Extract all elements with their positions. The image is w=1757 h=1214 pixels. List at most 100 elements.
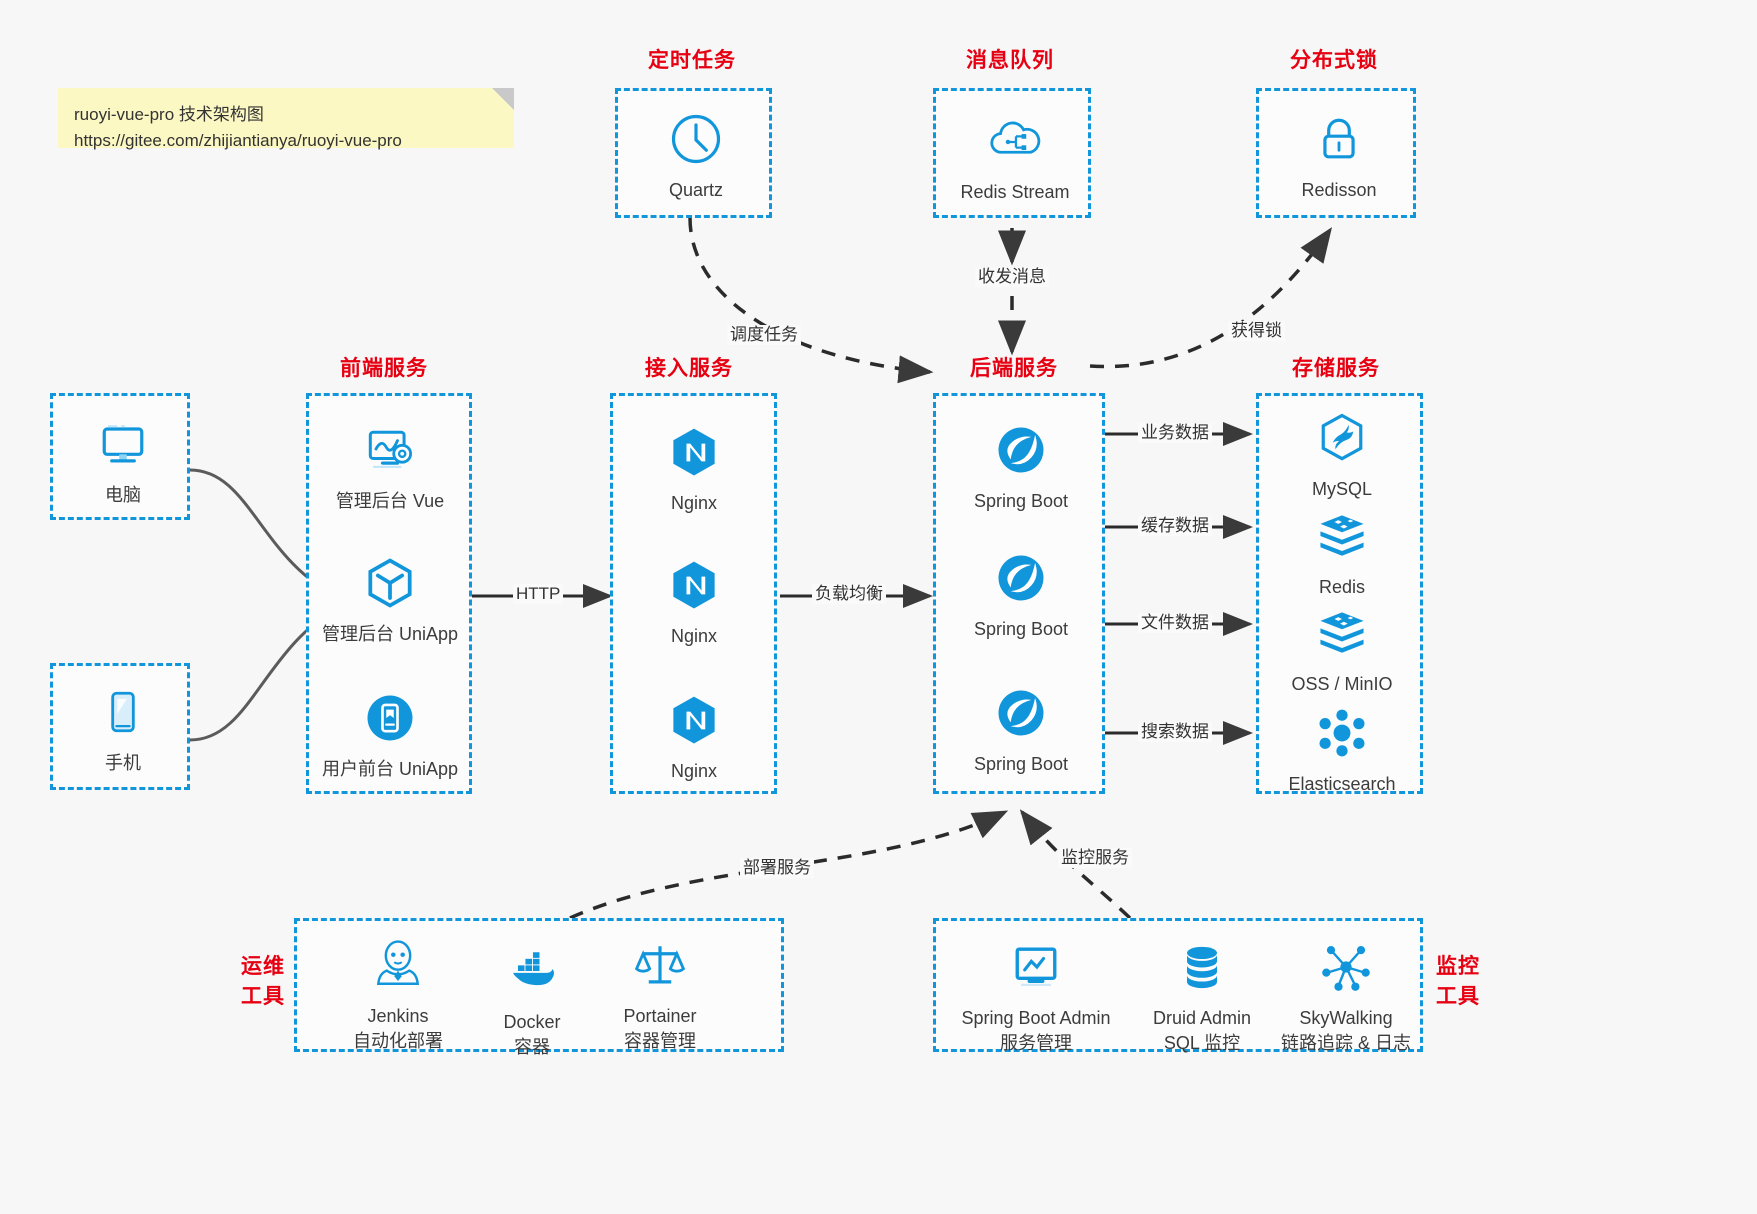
node-label: 手机 (105, 753, 141, 773)
monitor-title-line2: 工具 (1436, 985, 1480, 1008)
node-mysql[interactable]: MySQL (1277, 408, 1407, 502)
node-desktop[interactable]: 电脑 (58, 414, 188, 508)
portainer-scale-icon (634, 946, 686, 984)
node-label: 电脑 (105, 485, 141, 505)
edge-label-message: 收发消息 (975, 267, 1049, 287)
group-title-gateway: 接入服务 (645, 357, 733, 380)
edge-label-http: HTTP (513, 584, 564, 604)
edge-label-schedule: 调度任务 (727, 325, 801, 345)
node-nginx-1[interactable]: Nginx (629, 422, 759, 516)
group-box-client-desktop: 电脑 (50, 393, 190, 520)
node-label: SkyWalking (1299, 1008, 1393, 1028)
group-box-lock: Redisson (1256, 88, 1416, 218)
dashboard-gear-icon (368, 430, 413, 468)
node-label: 管理后台 UniApp (321, 624, 459, 644)
node-label: Portainer (623, 1006, 697, 1026)
node-sublabel: 服务管理 (1000, 1033, 1072, 1053)
node-user-uniapp[interactable]: 用户前台 UniApp (322, 688, 458, 782)
node-druid-admin[interactable]: Druid Admin SQL 监控 (1132, 937, 1272, 1056)
node-label: Spring Boot (973, 491, 1069, 511)
docker-whale-icon (513, 952, 555, 986)
edge-label-business-data: 业务数据 (1138, 423, 1212, 443)
group-title-mq: 消息队列 (966, 49, 1054, 72)
node-label: Jenkins (367, 1006, 429, 1026)
skywalking-net-icon (1322, 946, 1370, 991)
group-box-storage: MySQL Redis OSS / MinIO (1256, 393, 1423, 794)
node-label: Docker (503, 1012, 561, 1032)
node-sublabel: 链路追踪 & 日志 (1280, 1033, 1411, 1053)
node-label: Redis (1318, 577, 1366, 597)
node-nginx-3[interactable]: Nginx (629, 690, 759, 784)
node-label: Elasticsearch (1288, 774, 1396, 794)
node-docker[interactable]: Docker 容器 (467, 941, 597, 1060)
node-portainer[interactable]: Portainer 容器管理 (595, 935, 725, 1054)
note-line-url: https://gitee.com/zhijiantianya/ruoyi-vu… (74, 131, 402, 150)
redis-stack-icon (1320, 515, 1364, 556)
node-label: Redis Stream (960, 182, 1070, 202)
group-box-frontend: 管理后台 Vue 管理后台 UniApp 用户前台 UniApp (306, 393, 472, 794)
node-sublabel: SQL 监控 (1163, 1033, 1241, 1053)
node-springboot-1[interactable]: Spring Boot (956, 420, 1086, 514)
node-admin-vue[interactable]: 管理后台 Vue (325, 420, 455, 514)
node-label: Druid Admin (1152, 1008, 1252, 1028)
node-label: Quartz (668, 180, 724, 200)
nginx-icon (673, 561, 715, 609)
node-label: Spring Boot Admin (961, 1008, 1111, 1028)
node-springboot-2[interactable]: Spring Boot (956, 548, 1086, 642)
edge-label-file-data: 文件数据 (1138, 613, 1212, 633)
node-admin-uniapp[interactable]: 管理后台 UniApp (321, 553, 459, 647)
node-redis[interactable]: Redis (1277, 506, 1407, 600)
node-sublabel: 自动化部署 (353, 1031, 443, 1051)
desktop-icon (102, 425, 144, 463)
hexagon-cube-icon (368, 558, 412, 608)
group-box-backend: Spring Boot Spring Boot Spring Boot (933, 393, 1105, 794)
group-box-client-mobile: 手机 (50, 663, 190, 790)
group-box-gateway: Nginx Nginx Nginx (610, 393, 777, 794)
edge-label-load-balance: 负载均衡 (812, 584, 886, 604)
node-jenkins[interactable]: Jenkins 自动化部署 (333, 935, 463, 1054)
group-title-backend: 后端服务 (970, 357, 1058, 380)
node-mobile[interactable]: 手机 (58, 682, 188, 776)
node-skywalking[interactable]: SkyWalking 链路追踪 & 日志 (1266, 937, 1426, 1056)
edge-label-search-data: 搜索数据 (1138, 722, 1212, 742)
group-title-devops: 运维 工具 (233, 952, 293, 1012)
node-elasticsearch[interactable]: Elasticsearch (1277, 703, 1407, 797)
spring-leaf-icon (998, 427, 1044, 473)
jenkins-butler-icon (376, 940, 420, 985)
note-fold-corner (492, 88, 514, 110)
node-redis-stream[interactable]: Redis Stream (950, 111, 1080, 205)
node-sublabel: 容器管理 (624, 1031, 696, 1051)
group-title-monitor: 监控 工具 (1428, 952, 1488, 1012)
node-nginx-2[interactable]: Nginx (629, 555, 759, 649)
node-quartz[interactable]: Quartz (631, 109, 761, 203)
sticky-note: ruoyi-vue-pro 技术架构图 https://gitee.com/zh… (58, 88, 514, 150)
node-springboot-3[interactable]: Spring Boot (956, 683, 1086, 777)
node-label: MySQL (1311, 479, 1372, 499)
spring-leaf-icon (998, 555, 1044, 601)
nginx-icon (673, 696, 715, 744)
node-spring-boot-admin[interactable]: Spring Boot Admin 服务管理 (946, 937, 1126, 1056)
group-box-scheduler: Quartz (615, 88, 772, 218)
node-label: Redisson (1301, 180, 1377, 200)
elasticsearch-icon (1319, 709, 1365, 757)
group-title-scheduler: 定时任务 (648, 49, 736, 72)
group-title-frontend: 前端服务 (340, 357, 428, 380)
node-redisson[interactable]: Redisson (1274, 109, 1404, 203)
node-label: Spring Boot (973, 754, 1069, 774)
clock-icon (671, 114, 721, 164)
node-label: 管理后台 Vue (335, 491, 445, 511)
node-oss-minio[interactable]: OSS / MinIO (1277, 603, 1407, 697)
edge-label-acquire-lock: 获得锁 (1228, 321, 1285, 341)
devops-title-line2: 工具 (241, 985, 285, 1008)
node-sublabel: 容器 (514, 1037, 550, 1057)
monitor-title-line1: 监控 (1436, 955, 1480, 978)
padlock-icon (1323, 118, 1355, 159)
node-label: Nginx (670, 493, 718, 513)
app-phone-icon (367, 695, 413, 741)
group-box-devops: Jenkins 自动化部署 Docker 容器 (294, 918, 784, 1057)
spring-leaf-icon (998, 690, 1044, 736)
node-label: Nginx (670, 626, 718, 646)
note-line-title: ruoyi-vue-pro 技术架构图 (74, 105, 264, 124)
